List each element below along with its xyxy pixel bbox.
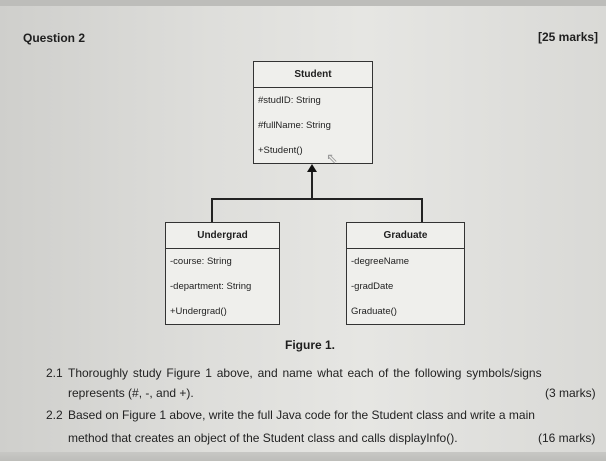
cursor-icon: ⇖ — [326, 150, 338, 166]
class-row: -department: String — [170, 281, 252, 292]
class-undergrad: Undergrad -course: String -department: S… — [165, 222, 280, 325]
question-number: 2.2 — [46, 408, 63, 422]
figure-caption: Figure 1. — [285, 338, 336, 352]
class-graduate: Graduate -degreeName -gradDate Graduate(… — [346, 222, 465, 325]
question-text: method that creates an object of the Stu… — [68, 431, 458, 445]
class-row: -degreeName — [351, 256, 410, 267]
question-marks: (3 marks) — [545, 386, 596, 400]
class-row: +Undergrad() — [170, 306, 227, 317]
question-marks: (16 marks) — [538, 431, 596, 445]
inheritance-line — [421, 198, 423, 222]
class-row: #fullName: String — [258, 120, 331, 131]
class-row: +Student() — [258, 145, 303, 156]
inheritance-line — [211, 198, 423, 200]
inheritance-line — [211, 198, 213, 222]
top-edge — [0, 0, 606, 6]
class-row: #studID: String — [258, 95, 321, 106]
question-text: Based on Figure 1 above, write the full … — [68, 408, 535, 422]
class-row: -course: String — [170, 256, 232, 267]
question-number: 2.1 — [46, 366, 63, 380]
inheritance-line — [311, 170, 313, 199]
class-name: Student — [254, 62, 372, 88]
class-name: Undergrad — [166, 223, 279, 249]
class-name: Graduate — [347, 223, 464, 249]
class-row: -gradDate — [351, 281, 394, 292]
question-marks: [25 marks] — [538, 30, 599, 44]
class-row: Graduate() — [351, 306, 397, 317]
bottom-edge — [0, 452, 606, 461]
question-title: Question 2 — [23, 31, 86, 45]
question-text: Thoroughly study Figure 1 above, and nam… — [68, 366, 542, 380]
question-text: represents (#, -, and +). — [68, 386, 194, 400]
class-student: Student #studID: String #fullName: Strin… — [253, 61, 373, 164]
arrow-head-icon — [307, 164, 317, 172]
